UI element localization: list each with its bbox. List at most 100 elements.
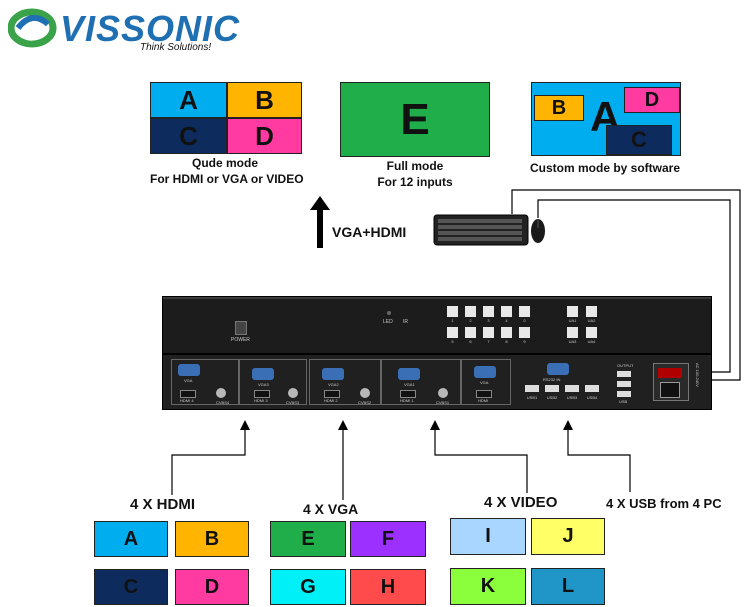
hdmi-port-icon[interactable]: [324, 390, 340, 398]
button-label: 9: [523, 339, 526, 344]
vga-port-label: VGA1: [404, 382, 415, 387]
vissonic-logo: VISSONIC Think Solutions!: [8, 6, 248, 53]
hdmi-port-label: HDMI 3: [254, 398, 268, 403]
front-button[interactable]: [501, 306, 512, 317]
output-vga-label: VGA: [480, 380, 489, 385]
keyboard-icon: [433, 214, 529, 246]
logo-swirl-icon: [8, 8, 57, 48]
ua-label: UA2: [587, 318, 596, 323]
hdmi-port-label: HDMI 4: [180, 398, 194, 403]
full-mode-caption: Full mode For 12 inputs: [340, 158, 490, 190]
power-spec-label: AC 100-240V: [695, 363, 700, 388]
rear-output-group: VGA HDMI: [461, 359, 511, 405]
vga-port-icon[interactable]: [252, 368, 274, 380]
front-button[interactable]: [447, 306, 458, 317]
cvbs-port-icon[interactable]: [288, 388, 298, 398]
ua-button[interactable]: [586, 327, 597, 338]
ua-buttons: [567, 306, 603, 338]
cvbs-port-label: CVBS3: [286, 400, 300, 405]
cvbs-port-icon[interactable]: [438, 388, 448, 398]
vga-tile-e: E: [270, 521, 346, 557]
rs232-port-icon[interactable]: [547, 363, 569, 375]
full-mode-screen: E: [340, 82, 490, 157]
button-label: 1: [451, 318, 454, 323]
quad-caption-line2: For HDMI or VGA or VIDEO: [150, 172, 304, 186]
output-vga-port-icon[interactable]: [474, 366, 496, 378]
vga-port-icon[interactable]: [398, 368, 420, 380]
video-tile-k: K: [450, 568, 526, 605]
cvbs-port-label: CVBS1: [436, 400, 450, 405]
button-label: 4: [505, 318, 508, 323]
button-label: 3: [487, 318, 490, 323]
power-switch[interactable]: [235, 321, 247, 335]
output-hdmi-label: HDMI: [478, 398, 489, 403]
quad-caption-line1: Qude mode: [191, 156, 258, 170]
usb-port-icon[interactable]: [525, 385, 539, 392]
front-button[interactable]: [483, 327, 494, 338]
hdmi-tile-d: D: [175, 569, 249, 605]
cvbs-port-icon[interactable]: [216, 388, 226, 398]
ua-label: UA1: [568, 318, 577, 323]
vga-port-label: VGA3: [258, 382, 269, 387]
usb-port-icon[interactable]: [617, 391, 631, 397]
button-label: 7: [487, 339, 490, 344]
vga-tile-f: F: [350, 521, 426, 557]
hdmi-port-icon[interactable]: [254, 390, 270, 398]
brand-name: VISSONIC: [60, 8, 241, 49]
custom-mode-screen: A B D C: [531, 82, 681, 156]
output-up-arrow-icon: [310, 196, 330, 248]
front-button[interactable]: [519, 327, 530, 338]
power-socket[interactable]: [660, 382, 680, 398]
usb-port-label: USB2: [546, 395, 558, 400]
usb-port-icon[interactable]: [617, 381, 631, 387]
hdmi-inputs-label: 4 X HDMI: [130, 496, 196, 513]
front-button[interactable]: [465, 306, 476, 317]
output-arrow-label: VGA+HDMI: [332, 224, 407, 240]
hdmi-port-label: HDMI 2: [324, 398, 338, 403]
usb-port-label: USB1: [526, 395, 538, 400]
usb-port-labels: USB1 USB2 USB3 USB4: [525, 395, 599, 400]
vga-tile-g: G: [270, 569, 346, 605]
vga-inputs-label: 4 X VGA: [303, 501, 359, 517]
ua-button[interactable]: [567, 306, 578, 317]
rear-input-group-4: VGA HDMI 4 CVBS4: [171, 359, 239, 405]
rear-input-group-3: VGA3 HDMI 3 CVBS3: [239, 359, 307, 405]
video-tile-l: L: [531, 568, 605, 605]
front-button[interactable]: [501, 327, 512, 338]
vga-tile-h: H: [350, 569, 426, 605]
cvbs-port-label: CVBS2: [358, 400, 372, 405]
video-inputs-label: 4 X VIDEO: [484, 494, 558, 511]
led-indicator: [387, 311, 391, 315]
cvbs-port-icon[interactable]: [360, 388, 370, 398]
quad-mode-caption: Qude mode For HDMI or VGA or VIDEO: [150, 155, 304, 187]
power-switch-red[interactable]: [658, 368, 682, 378]
button-label: 5: [451, 339, 454, 344]
front-buttons-row1-labels: 1 2 3 4 0: [447, 318, 530, 323]
usb-port-icon[interactable]: [545, 385, 559, 392]
hdmi-port-icon[interactable]: [400, 390, 416, 398]
front-button[interactable]: [483, 306, 494, 317]
usb-port-icon[interactable]: [617, 371, 631, 377]
hdmi-port-icon[interactable]: [180, 390, 196, 398]
output-usb-port-label: USB: [619, 399, 628, 404]
power-label: POWER: [231, 337, 250, 343]
usb-port-icon[interactable]: [585, 385, 599, 392]
rs232-label: RS232 IN: [543, 377, 561, 382]
device-rear-panel: VGA HDMI 4 CVBS4 VGA3 HDMI 3 CVBS3 VGA2 …: [162, 354, 712, 410]
hdmi-tile-c: C: [94, 569, 168, 605]
vga-port-icon[interactable]: [322, 368, 344, 380]
power-inlet[interactable]: [653, 363, 689, 401]
front-button[interactable]: [465, 327, 476, 338]
ua-button[interactable]: [586, 306, 597, 317]
rear-input-group-1: VGA1 HDMI 1 CVBS1: [381, 359, 461, 405]
video-tile-j: J: [531, 518, 605, 555]
ua-button[interactable]: [567, 327, 578, 338]
front-button[interactable]: [519, 306, 530, 317]
vga-port-icon[interactable]: [178, 364, 200, 376]
vga-port-label: VGA: [184, 378, 193, 383]
front-button[interactable]: [447, 327, 458, 338]
output-hdmi-port-icon[interactable]: [476, 390, 492, 398]
usb-port-icon[interactable]: [565, 385, 579, 392]
button-label: 6: [469, 339, 472, 344]
